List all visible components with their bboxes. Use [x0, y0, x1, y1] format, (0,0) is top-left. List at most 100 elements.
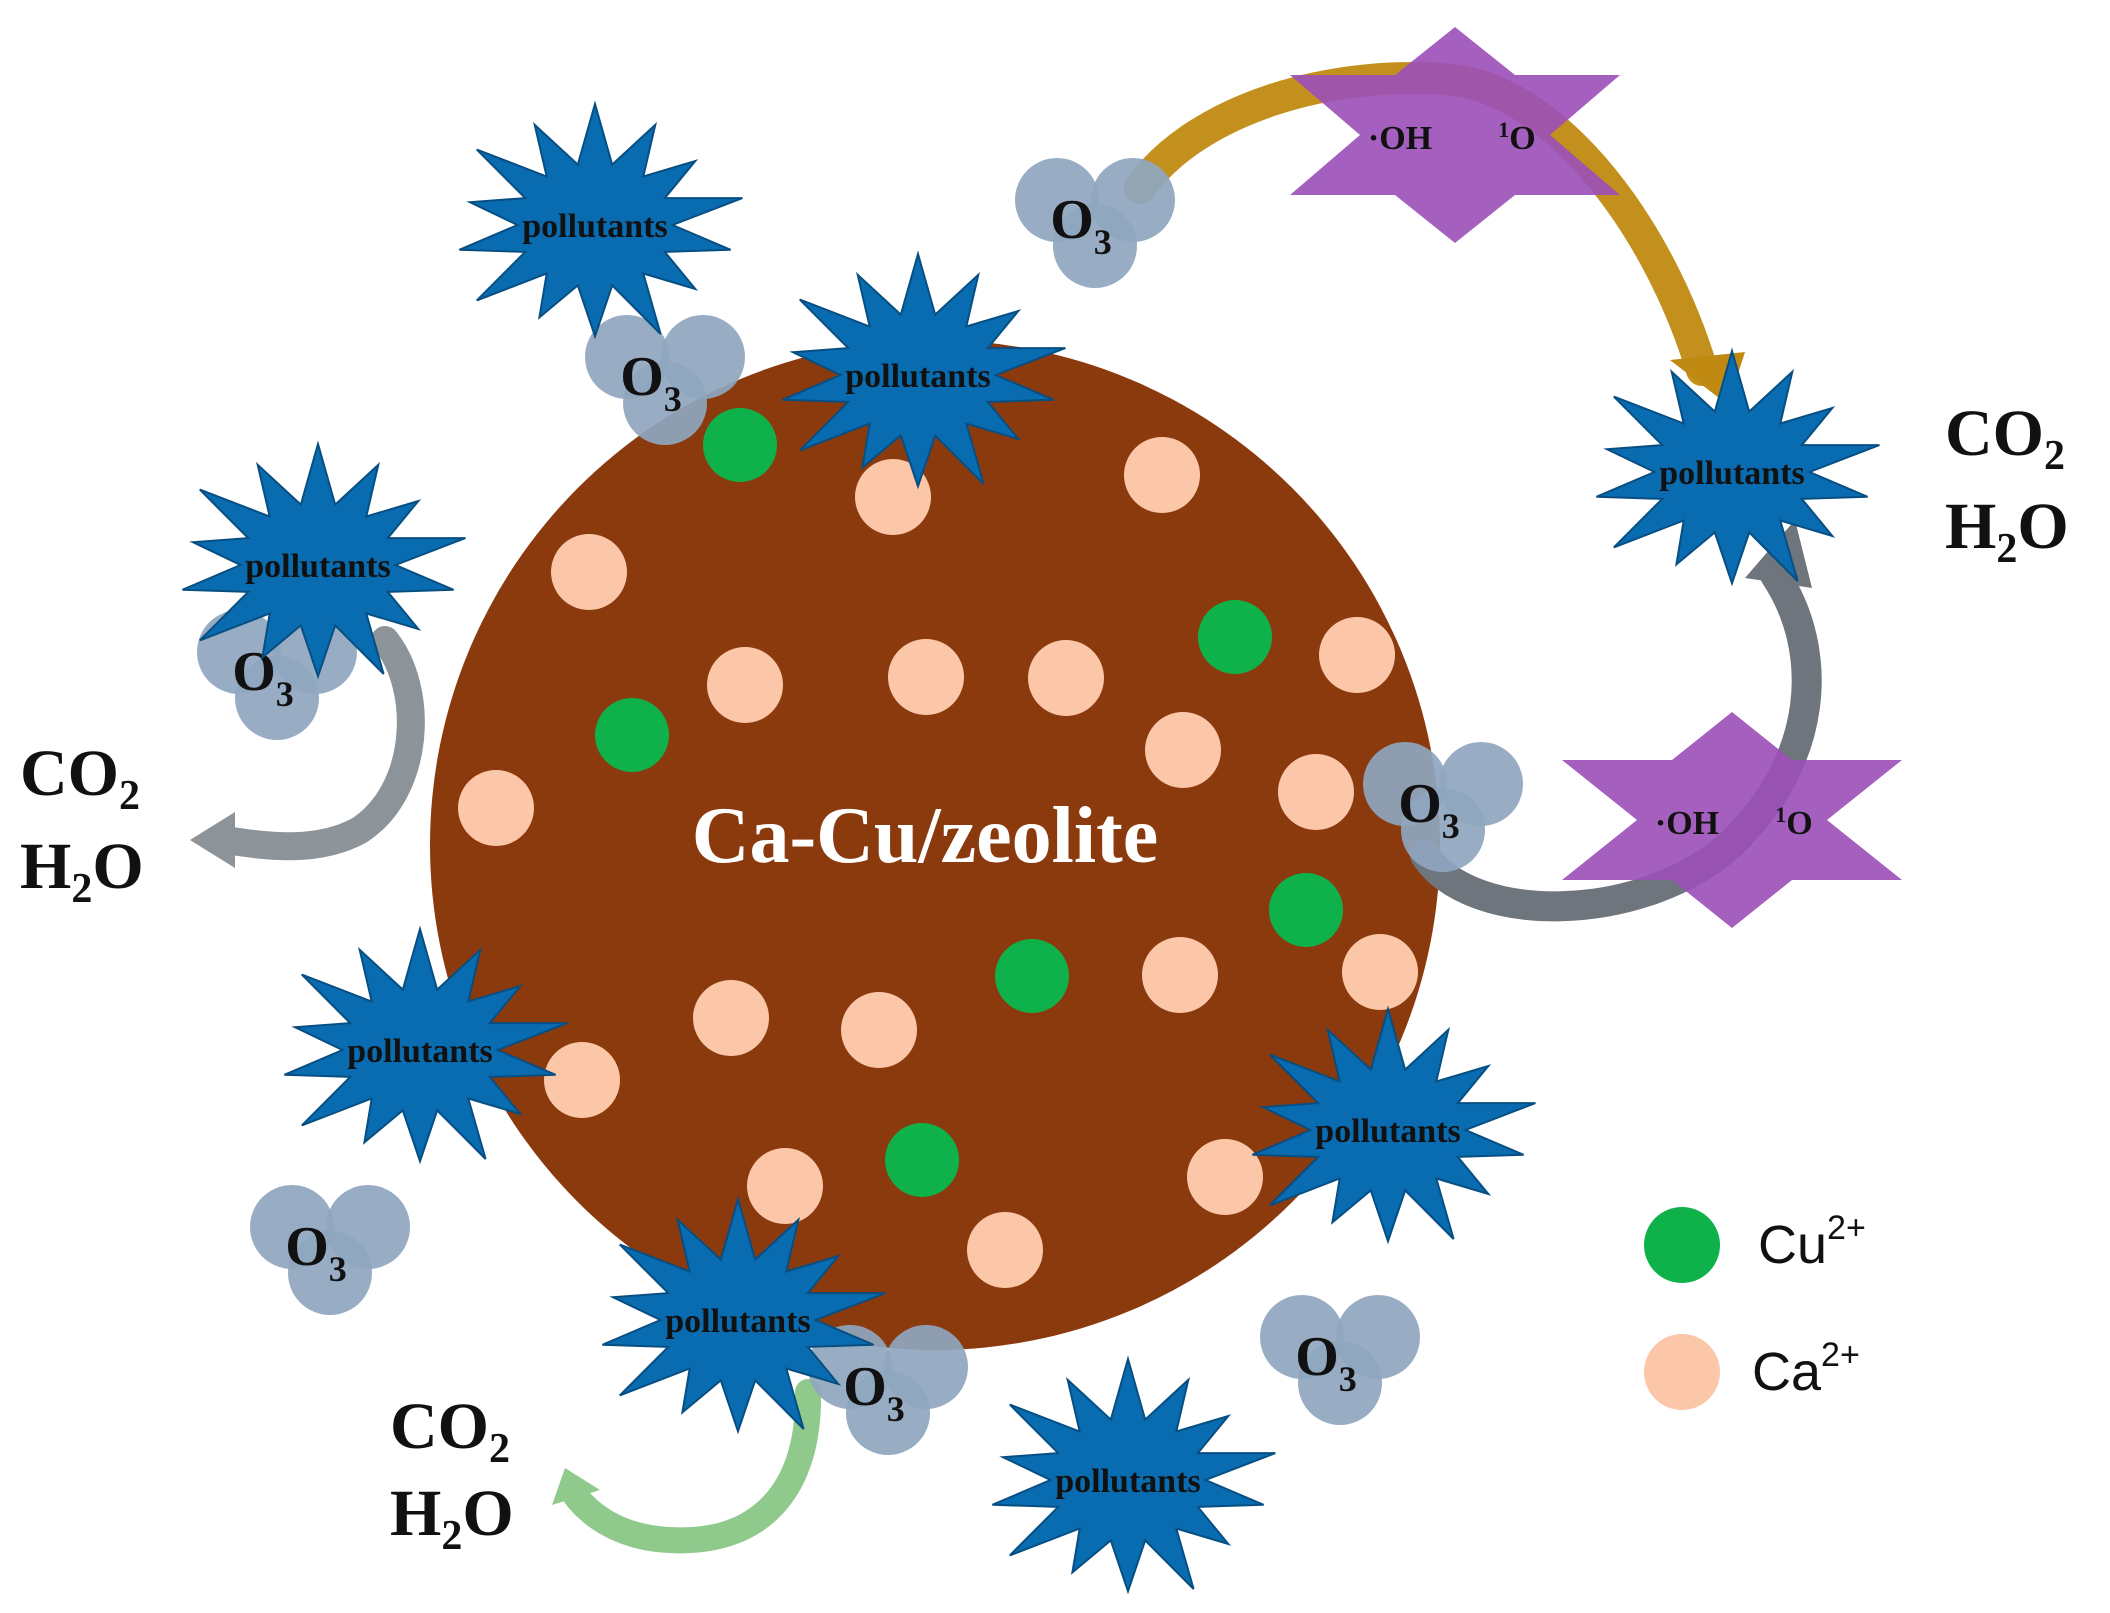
ozone-sub: 3: [664, 379, 682, 419]
ozone-sub: 3: [1094, 222, 1112, 262]
h2o-o: O: [462, 1477, 513, 1550]
particle-label: Ca-Cu/zeolite: [692, 792, 1159, 880]
co2-label: CO2: [20, 737, 140, 819]
h2o-o: O: [92, 830, 143, 903]
co2-label: CO2: [1945, 397, 2065, 479]
zeolite-particle: [430, 340, 1440, 1350]
ozone-label: O3: [620, 346, 682, 419]
legend-label-ca: Ca2+: [1752, 1336, 1860, 1402]
h2o-h: H: [20, 830, 71, 903]
ozone-sub: 3: [1339, 1359, 1357, 1399]
ca-ion-dot: [1142, 937, 1218, 1013]
ca-ion-dot: [458, 770, 534, 846]
ca-ion-dot: [1028, 640, 1104, 716]
legend-ca-sup: 2+: [1821, 1336, 1860, 1374]
product-label-right: CO2 H2O: [1945, 397, 2069, 572]
pollutant-shape: [284, 925, 568, 1165]
pollutant-label: pollutants: [522, 208, 668, 245]
ozone-main: O: [620, 346, 664, 408]
singlet-oxygen-o: O: [1786, 805, 1812, 842]
ozone-molecule: O3: [1260, 1295, 1420, 1425]
cu-ion-dot: [1198, 600, 1272, 674]
pollutant-burst: pollutants: [459, 100, 743, 340]
pollutant-shape: [782, 250, 1066, 490]
ozone-atom: [288, 1231, 372, 1315]
ca-ion-dot: [1124, 437, 1200, 513]
ozone-label: O3: [1050, 189, 1112, 262]
h2o-h: H: [390, 1477, 441, 1550]
ozone-sub: 3: [887, 1389, 905, 1429]
h2o-sub: 2: [71, 866, 92, 912]
h2o-label: H2O: [1945, 490, 2069, 572]
green-arrow-head: [552, 1468, 600, 1505]
legend-swatch-ca: [1644, 1334, 1720, 1410]
pollutant-label: pollutants: [245, 548, 391, 585]
co2-label: CO2: [390, 1390, 510, 1472]
singlet-oxygen-label: 1O: [1498, 117, 1535, 157]
singlet-oxygen-o: O: [1509, 120, 1535, 157]
ozone-sub: 3: [1442, 806, 1460, 846]
ca-ion-dots: [458, 437, 1418, 1288]
pollutant-label: pollutants: [845, 358, 991, 395]
legend-swatch-cu: [1644, 1207, 1720, 1283]
pollutant-shape: [992, 1355, 1276, 1595]
cu-ion-dot: [595, 698, 669, 772]
pollutant-burst: pollutants: [992, 1355, 1276, 1595]
ca-ion-dot: [1342, 934, 1418, 1010]
pollutant-burst: pollutants: [1252, 1005, 1536, 1245]
ozone-molecule: O3: [1363, 742, 1523, 872]
pollutant-shape: [1596, 347, 1880, 587]
pollutant-label: pollutants: [665, 1303, 811, 1340]
co2-main: CO: [20, 737, 119, 810]
singlet-oxygen-label: 1O: [1775, 802, 1812, 842]
co2-main: CO: [1945, 397, 2044, 470]
pollutant-bursts: pollutants pollutants pollutants pollutants…: [182, 100, 1880, 1595]
ca-ion-dot: [1278, 754, 1354, 830]
ca-ion-dot: [693, 980, 769, 1056]
legend-label-cu: Cu2+: [1758, 1209, 1866, 1275]
pollutant-shape: [459, 100, 743, 340]
pollutant-burst: pollutants: [1596, 347, 1880, 587]
ca-ion-dot: [707, 647, 783, 723]
pollutant-shape: [1252, 1005, 1536, 1245]
ozone-main: O: [843, 1356, 887, 1418]
radical-star-top: ·OH 1O: [1290, 27, 1620, 243]
pollutant-label: pollutants: [347, 1033, 493, 1070]
ca-ion-dot: [1145, 712, 1221, 788]
gray-arrow-left-head: [190, 812, 235, 868]
radical-star-bottom: ·OH 1O: [1562, 712, 1902, 928]
ozone-atom: [1401, 788, 1485, 872]
cu-ion-dots: [595, 408, 1343, 1197]
ca-ion-dot: [841, 992, 917, 1068]
ca-ion-dot: [551, 534, 627, 610]
ozone-atom: [846, 1371, 930, 1455]
ozone-molecule: O3: [250, 1185, 410, 1315]
ozone-atom: [1053, 204, 1137, 288]
pollutant-burst: pollutants: [182, 440, 466, 680]
cu-ion-dot: [885, 1123, 959, 1197]
pollutant-label: pollutants: [1659, 455, 1805, 492]
product-label-bottom: CO2 H2O: [390, 1390, 514, 1559]
ozone-main: O: [285, 1216, 329, 1278]
h2o-h: H: [1945, 490, 1996, 563]
co2-sub: 2: [489, 1426, 510, 1472]
hydroxyl-label: ·OH: [1655, 805, 1719, 842]
legend-cu-sup: 2+: [1827, 1209, 1866, 1247]
product-label-left: CO2 H2O: [20, 737, 144, 912]
cu-ion-dot: [995, 939, 1069, 1013]
ozone-sub: 3: [276, 674, 294, 714]
h2o-o: O: [2017, 490, 2068, 563]
ozone-main: O: [1295, 1326, 1339, 1388]
legend-cu-main: Cu: [1758, 1215, 1827, 1275]
ozone-molecule: O3: [808, 1325, 968, 1455]
h2o-sub: 2: [1996, 526, 2017, 572]
ozone-label: O3: [1295, 1326, 1357, 1399]
ozone-label: O3: [1398, 773, 1460, 846]
co2-sub: 2: [2044, 433, 2065, 479]
h2o-label: H2O: [20, 830, 144, 912]
ca-ion-dot: [544, 1042, 620, 1118]
h2o-label: H2O: [390, 1477, 514, 1559]
singlet-oxygen-sup: 1: [1775, 802, 1786, 827]
ozone-atom: [235, 656, 319, 740]
